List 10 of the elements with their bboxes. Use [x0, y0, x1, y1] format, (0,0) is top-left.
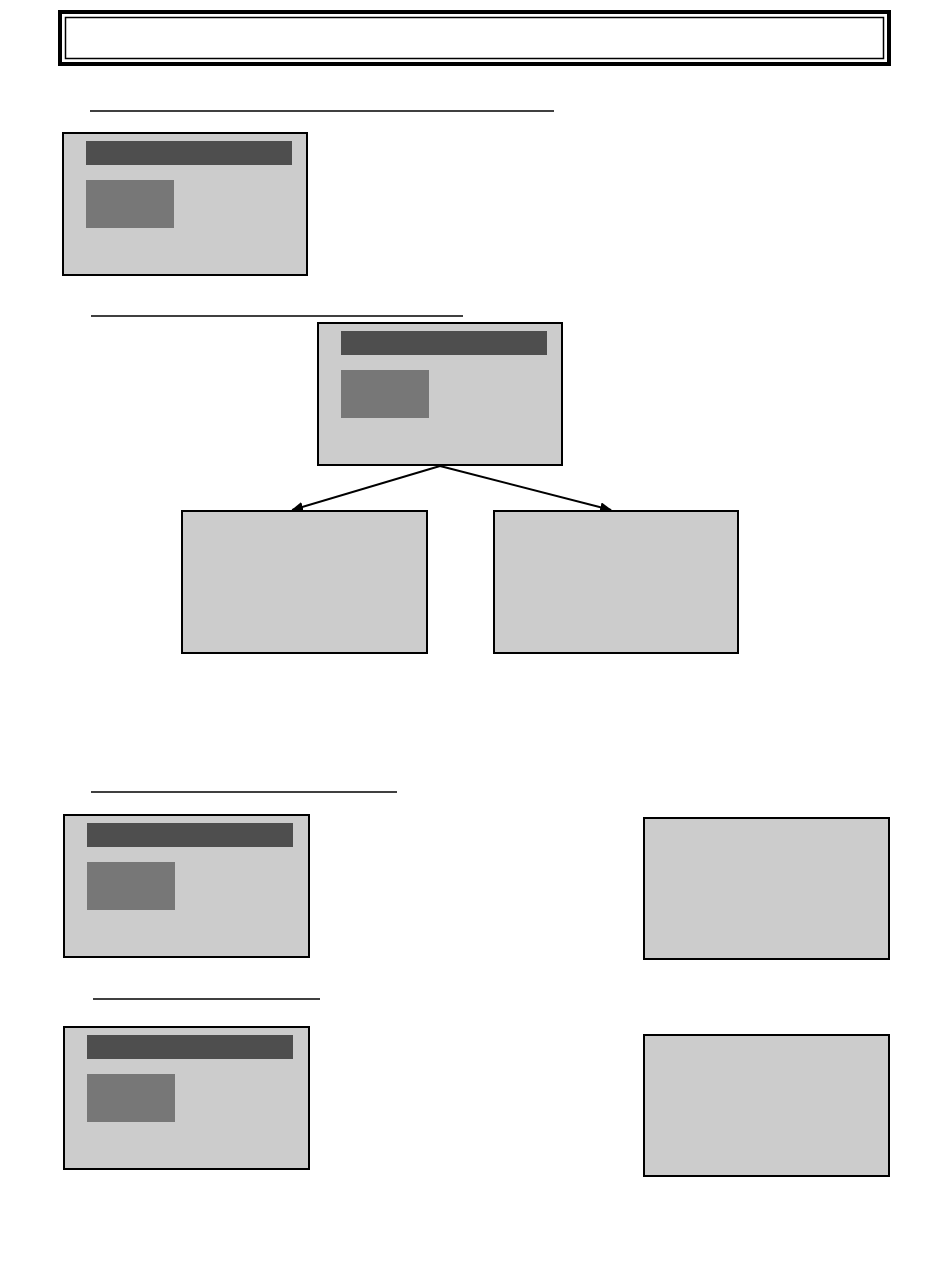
content-panel	[317, 322, 563, 466]
content-panel	[643, 817, 890, 960]
arrow	[291, 465, 441, 512]
content-panel	[643, 1034, 890, 1177]
content-panel	[181, 510, 428, 654]
content-panel	[62, 132, 308, 276]
arrow	[439, 465, 613, 513]
content-panel	[63, 1026, 310, 1170]
content-panel	[63, 814, 310, 958]
content-panel	[493, 510, 739, 654]
